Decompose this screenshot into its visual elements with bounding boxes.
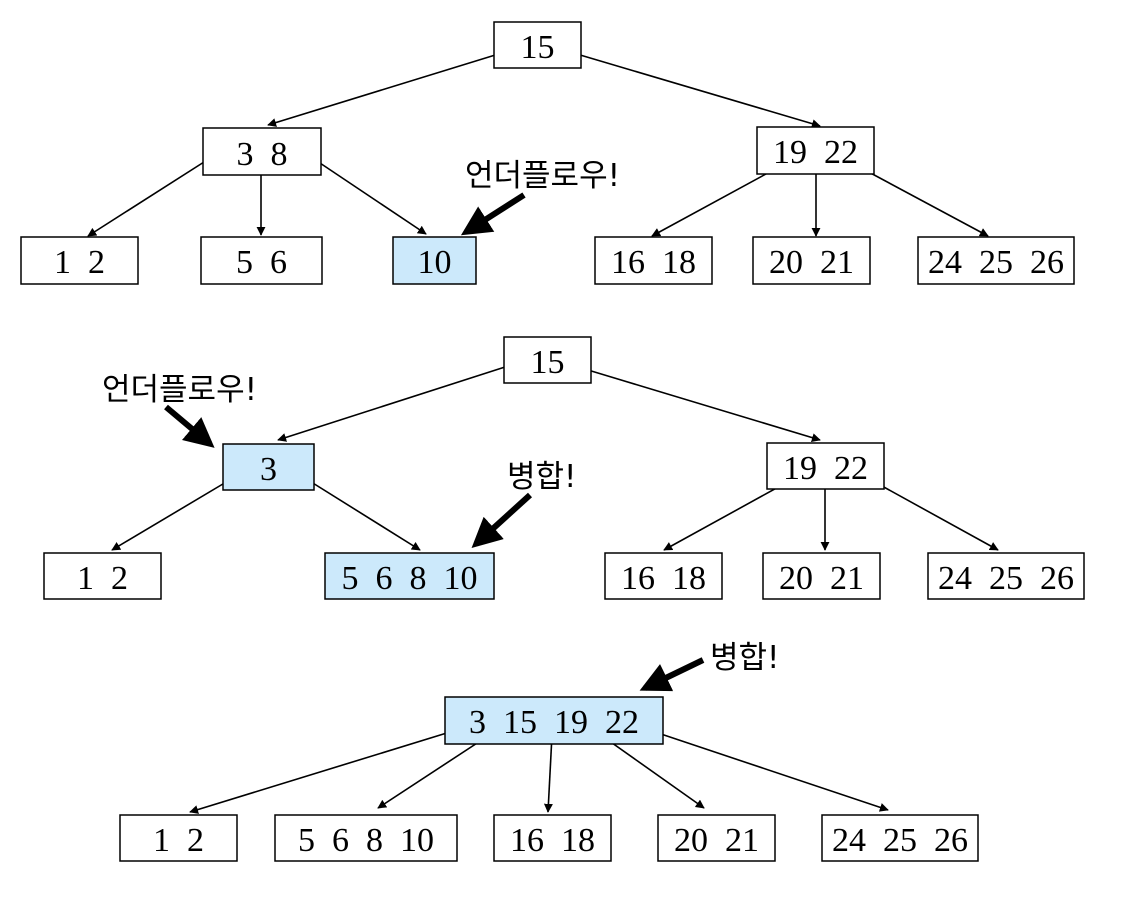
node-label: 24 25 26 xyxy=(938,560,1074,597)
edge xyxy=(597,732,705,809)
node-box xyxy=(392,236,477,285)
callout-arrow xyxy=(460,192,526,236)
node-label: 15 xyxy=(521,29,555,66)
node-box xyxy=(200,236,323,285)
btree-node: 10 xyxy=(392,236,477,285)
callout-arrow xyxy=(164,404,215,448)
node-box xyxy=(604,552,723,600)
btree-node: 15 xyxy=(493,21,582,69)
node-box xyxy=(493,814,612,862)
node-box xyxy=(756,126,875,175)
edge xyxy=(663,484,783,551)
btree-node: 1 2 xyxy=(43,552,162,600)
node-label: 16 18 xyxy=(510,822,595,859)
node-label: 24 25 26 xyxy=(832,822,968,859)
edge xyxy=(577,366,821,442)
btree-node: 5 6 xyxy=(200,236,323,285)
diagram-3: 3 15 19 22 1 2 5 6 8 10 16 18 20 21 24 2… xyxy=(119,640,979,862)
btree-node: 5 6 8 10 xyxy=(274,814,458,862)
node-box xyxy=(43,552,162,600)
edge xyxy=(87,154,216,237)
node-label: 19 22 xyxy=(783,450,868,487)
node-label: 20 21 xyxy=(674,822,759,859)
btree-node: 3 8 xyxy=(202,127,322,176)
node-box xyxy=(444,696,664,745)
node-label: 16 18 xyxy=(621,560,706,597)
node-box xyxy=(202,127,322,176)
node-label: 24 25 26 xyxy=(928,244,1064,281)
node-label: 20 21 xyxy=(769,244,854,281)
edge xyxy=(277,366,506,442)
btree-node: 3 xyxy=(222,443,315,491)
node-box xyxy=(657,814,776,862)
node-label: 1 2 xyxy=(77,560,128,597)
edge xyxy=(267,51,506,127)
btree-node: 24 25 26 xyxy=(821,814,979,862)
merge-note: 병합! xyxy=(507,459,576,495)
underflow-note: 언더플로우! xyxy=(465,158,620,194)
merge-note: 병합! xyxy=(710,640,779,676)
node-box xyxy=(752,236,871,285)
node-label: 16 18 xyxy=(611,244,696,281)
node-label: 5 6 8 10 xyxy=(342,560,478,597)
node-label: 3 15 19 22 xyxy=(469,704,639,741)
diagram-2-edges xyxy=(111,366,999,551)
node-box xyxy=(493,21,582,69)
node-box xyxy=(274,814,458,862)
node-box xyxy=(594,236,713,285)
node-box xyxy=(20,236,139,285)
btree-node: 1 2 xyxy=(119,814,238,862)
btree-node: 15 xyxy=(503,336,592,384)
edge xyxy=(189,731,451,814)
btree-node: 24 25 26 xyxy=(917,236,1075,285)
btree-node: 5 6 8 10 xyxy=(324,552,495,600)
btree-node: 19 22 xyxy=(766,442,885,490)
node-box xyxy=(222,443,315,491)
callout-arrow xyxy=(639,657,705,692)
btree-node: 19 22 xyxy=(756,126,875,175)
node-box xyxy=(119,814,238,862)
node-box xyxy=(917,236,1075,285)
node-label: 20 21 xyxy=(779,560,864,597)
btree-node: 24 25 26 xyxy=(927,552,1085,600)
node-label: 3 8 xyxy=(237,136,288,173)
node-label: 1 2 xyxy=(54,244,105,281)
underflow-note: 언더플로우! xyxy=(102,372,257,408)
edge xyxy=(299,474,421,551)
edge xyxy=(307,154,427,235)
node-box xyxy=(762,552,881,600)
node-label: 5 6 xyxy=(236,244,287,281)
btree-node: 20 21 xyxy=(762,552,881,600)
edge xyxy=(543,734,553,813)
btree-node: 1 2 xyxy=(20,236,139,285)
edge xyxy=(654,731,889,812)
edge xyxy=(569,51,821,129)
node-label: 5 6 8 10 xyxy=(298,822,434,859)
node-box xyxy=(324,552,495,600)
node-label: 15 xyxy=(531,344,565,381)
btree-node: 16 18 xyxy=(604,552,723,600)
btree-node: 20 21 xyxy=(752,236,871,285)
node-label: 1 2 xyxy=(153,822,204,859)
diagram-2: 15 3 19 22 1 2 5 6 8 10 16 18 20 21 xyxy=(43,336,1085,600)
edge xyxy=(111,474,239,551)
btree-node: 20 21 xyxy=(657,814,776,862)
node-box xyxy=(821,814,979,862)
btree-node: 16 18 xyxy=(493,814,612,862)
btree-node: 3 15 19 22 xyxy=(444,696,664,745)
diagram-1: 15 3 8 19 22 1 2 5 6 10 16 18 20 xyxy=(20,21,1075,285)
btree-node: 16 18 xyxy=(594,236,713,285)
node-box xyxy=(766,442,885,490)
node-label: 19 22 xyxy=(773,134,858,171)
node-label: 10 xyxy=(418,244,452,281)
node-box xyxy=(927,552,1085,600)
node-label: 3 xyxy=(260,451,277,488)
callout-arrow xyxy=(471,492,533,549)
node-box xyxy=(503,336,592,384)
